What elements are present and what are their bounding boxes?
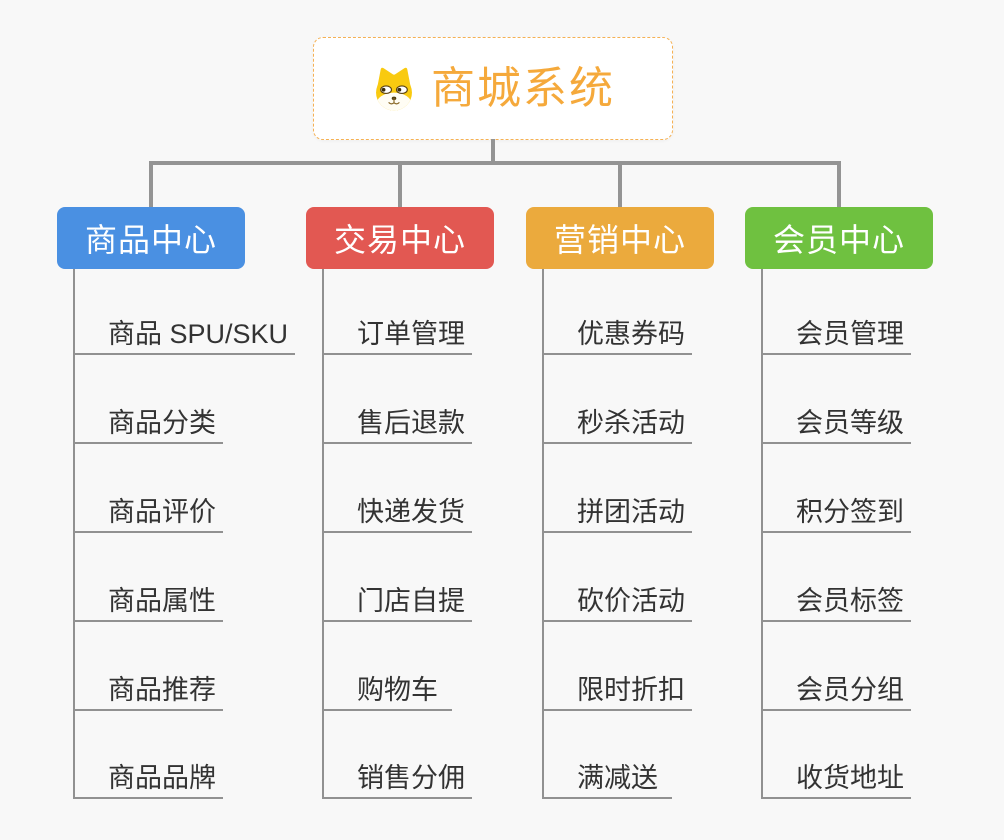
branch-item[interactable]: 售后退款: [324, 355, 472, 444]
branch-item-list: 订单管理售后退款快递发货门店自提购物车销售分佣: [322, 269, 472, 799]
branch-item[interactable]: 商品推荐: [75, 622, 223, 711]
connector-drop: [398, 163, 402, 209]
branch-item[interactable]: 购物车: [324, 622, 452, 711]
root-title: 商城系统: [431, 63, 615, 113]
dog-face-icon: [376, 67, 412, 111]
branch-item-list: 会员管理会员等级积分签到会员标签会员分组收货地址: [761, 269, 911, 799]
branch-item[interactable]: 门店自提: [324, 533, 472, 622]
branch-node-marketing-center[interactable]: 营销中心: [526, 207, 714, 269]
branch-item[interactable]: 限时折扣: [544, 622, 692, 711]
branch-item[interactable]: 满减送: [544, 711, 672, 799]
branch-item[interactable]: 拼团活动: [544, 444, 692, 533]
branch-item[interactable]: 商品分类: [75, 355, 223, 444]
branch-item[interactable]: 会员标签: [763, 533, 911, 622]
connector-drop: [618, 163, 622, 209]
branch-node-member-center[interactable]: 会员中心: [745, 207, 933, 269]
branch-item[interactable]: 会员分组: [763, 622, 911, 711]
branch-item[interactable]: 会员管理: [763, 269, 911, 355]
connector-horizontal-bar: [149, 161, 841, 165]
branch-item[interactable]: 商品属性: [75, 533, 223, 622]
branch-item[interactable]: 商品 SPU/SKU: [75, 269, 296, 355]
branch-item-list: 优惠券码秒杀活动拼团活动砍价活动限时折扣满减送: [542, 269, 692, 799]
branch-item[interactable]: 商品品牌: [75, 711, 223, 799]
branch-col-member-center: 会员中心 会员管理会员等级积分签到会员标签会员分组收货地址: [745, 207, 1004, 799]
branch-item[interactable]: 销售分佣: [324, 711, 472, 799]
branch-item[interactable]: 砍价活动: [544, 533, 692, 622]
branch-node-trade-center[interactable]: 交易中心: [306, 207, 494, 269]
branch-item[interactable]: 收货地址: [763, 711, 911, 799]
connector-root-trunk: [491, 139, 495, 162]
branch-item[interactable]: 秒杀活动: [544, 355, 692, 444]
branch-col-trade-center: 交易中心 订单管理售后退款快递发货门店自提购物车销售分佣: [306, 207, 586, 799]
branch-item[interactable]: 商品评价: [75, 444, 223, 533]
root-node[interactable]: 商城系统: [313, 37, 673, 140]
branch-node-product-center[interactable]: 商品中心: [57, 207, 245, 269]
branch-item[interactable]: 积分签到: [763, 444, 911, 533]
branch-item[interactable]: 优惠券码: [544, 269, 692, 355]
connector-drop: [149, 163, 153, 209]
branch-item[interactable]: 订单管理: [324, 269, 472, 355]
branch-col-marketing-center: 营销中心 优惠券码秒杀活动拼团活动砍价活动限时折扣满减送: [526, 207, 806, 799]
branch-item[interactable]: 快递发货: [324, 444, 472, 533]
branch-item[interactable]: 会员等级: [763, 355, 911, 444]
connector-drop: [837, 163, 841, 209]
